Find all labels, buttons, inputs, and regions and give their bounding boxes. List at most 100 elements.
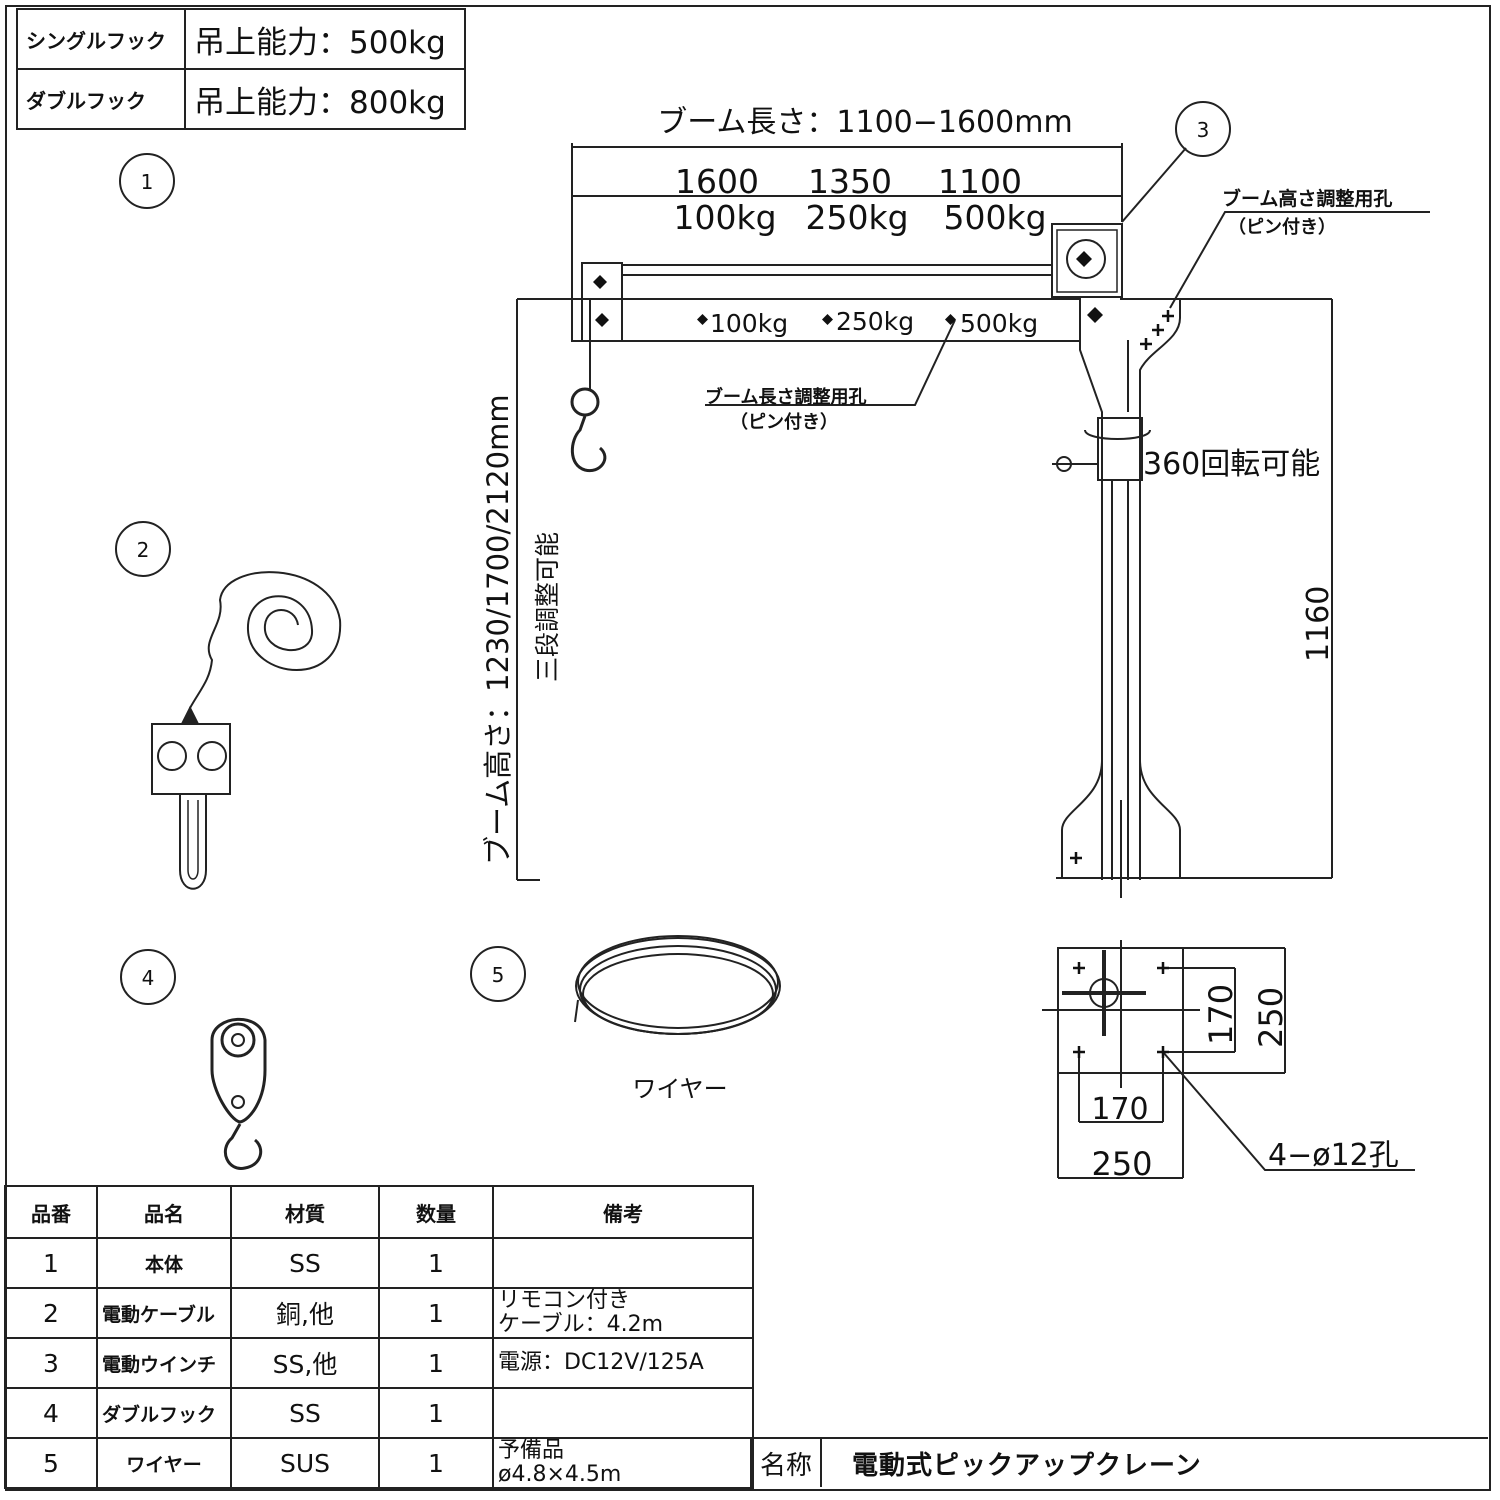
hole-load-500kg: 500kg xyxy=(960,309,1038,338)
winch-block xyxy=(1051,223,1123,298)
part-material: 銅,他 xyxy=(230,1287,380,1339)
table-row: 3 電動ウインチ SS,他 1 電源：DC12V/125A xyxy=(4,1337,754,1389)
remark-line: 電源：DC12V/125A xyxy=(498,1350,704,1375)
boom-length-1600: 1600 xyxy=(675,162,759,201)
height-hole-pin-label: （ピン付き） xyxy=(1228,216,1336,238)
pin-icon xyxy=(1076,251,1092,267)
length-hole-leader xyxy=(705,319,956,406)
part-no: 3 xyxy=(4,1337,98,1389)
callout-5 xyxy=(470,946,526,1002)
table-row: 4 ダブルフック SS 1 xyxy=(4,1387,754,1439)
boom-length-1100: 1100 xyxy=(938,162,1022,201)
callout-3-label: 3 xyxy=(1197,118,1210,142)
remote-control xyxy=(151,571,342,890)
boom-length-label: ブーム長さ：1100−1600mm xyxy=(657,105,1072,140)
part-qty: 1 xyxy=(378,1437,494,1489)
load-500kg: 500kg xyxy=(943,198,1046,237)
pin-icon xyxy=(595,313,609,327)
load-250kg: 250kg xyxy=(805,198,908,237)
capacity-row: ダブルフック 吊上能力：800kg xyxy=(16,68,466,130)
part-remarks: 電源：DC12V/125A xyxy=(492,1337,754,1389)
hook-type: シングルフック xyxy=(16,8,186,70)
part-name: 電動ケーブル xyxy=(96,1287,232,1339)
callout-4 xyxy=(120,949,176,1005)
callout-3 xyxy=(1175,101,1231,157)
part-remarks xyxy=(492,1387,754,1439)
base-inner-vertical: 170 xyxy=(1202,984,1240,1045)
hook-type: ダブルフック xyxy=(16,68,186,130)
mounting-holes-label: 4−ø12孔 xyxy=(1268,1138,1399,1173)
callout-2-label: 2 xyxy=(137,538,150,562)
col-header-name: 品名 xyxy=(96,1185,232,1239)
length-hole-pin-label: （ピン付き） xyxy=(730,411,838,433)
height-hole-label: ブーム高さ調整用孔 xyxy=(1222,187,1392,210)
double-hook xyxy=(210,1017,267,1170)
boom-length-1350: 1350 xyxy=(808,162,892,201)
capacity-table: シングルフック 吊上能力：500kg ダブルフック 吊上能力：800kg xyxy=(16,8,466,130)
rotation-handle xyxy=(1056,456,1072,472)
col-header-no: 品番 xyxy=(4,1185,98,1239)
wire-label: ワイヤー xyxy=(632,1075,727,1103)
part-qty: 1 xyxy=(378,1237,494,1289)
drawing-frame xyxy=(5,5,1491,1491)
boom-height-dimension xyxy=(516,298,572,881)
callout-5-label: 5 xyxy=(492,963,505,987)
height-hole-leader xyxy=(1169,211,1430,309)
callout-1-label: 1 xyxy=(141,170,154,194)
hook xyxy=(570,300,607,473)
wire-coil xyxy=(574,935,781,1035)
part-qty: 1 xyxy=(378,1387,494,1439)
remark-line: ケーブル：4.2m xyxy=(498,1312,664,1337)
part-no: 5 xyxy=(4,1437,98,1489)
rotation-label: 360回転可能 xyxy=(1143,447,1320,482)
product-name: 電動式ピックアップクレーン xyxy=(852,1450,1202,1481)
length-hole-label: ブーム長さ調整用孔 xyxy=(705,386,866,408)
boom-height-label: ブーム高さ：1230/1700/2120mm xyxy=(481,394,515,865)
remark-line: ø4.8×4.5m xyxy=(498,1462,622,1487)
part-no: 4 xyxy=(4,1387,98,1439)
title-label: 名称 xyxy=(752,1439,822,1487)
pin-icon xyxy=(593,275,607,289)
parts-list-table: 品番 品名 材質 数量 備考 1 本体 SS 1 2 電動ケーブル 銅,他 1 … xyxy=(4,1185,754,1489)
title-block: 名称 電動式ピックアップクレーン xyxy=(750,1437,1488,1487)
column-height-dimension xyxy=(1186,299,1333,879)
base-inner-horizontal: 170 xyxy=(1091,1092,1148,1127)
callout-4-label: 4 xyxy=(142,966,155,990)
part-name: ダブルフック xyxy=(96,1387,232,1439)
remark-line: リモコン付き xyxy=(498,1288,631,1313)
col-header-material: 材質 xyxy=(230,1185,380,1239)
load-100kg: 100kg xyxy=(673,198,776,237)
pin-icon xyxy=(697,314,708,325)
boom-height-note: 三段調整可能 xyxy=(533,532,562,682)
base-outer-vertical: 250 xyxy=(1252,987,1290,1048)
column-height-label: 1160 xyxy=(1301,586,1336,662)
part-name: 電動ウインチ xyxy=(96,1337,232,1389)
callout-1 xyxy=(119,153,175,209)
base-outer-horizontal: 250 xyxy=(1091,1145,1152,1183)
table-row: 1 本体 SS 1 xyxy=(4,1237,754,1289)
part-name: ワイヤー xyxy=(96,1437,232,1489)
remark-line: 予備品 xyxy=(498,1438,565,1463)
part-material: SS,他 xyxy=(230,1337,380,1389)
hole-load-100kg: 100kg xyxy=(710,309,788,338)
part-no: 2 xyxy=(4,1287,98,1339)
callout-3-leader xyxy=(1121,147,1187,223)
parts-header-row: 品番 品名 材質 数量 備考 xyxy=(4,1185,754,1239)
col-header-qty: 数量 xyxy=(378,1185,494,1239)
lift-capacity: 吊上能力：800kg xyxy=(184,68,466,130)
table-row: 2 電動ケーブル 銅,他 1 リモコン付きケーブル：4.2m xyxy=(4,1287,754,1339)
bolt-markers xyxy=(1070,310,1174,1058)
part-material: SS xyxy=(230,1237,380,1289)
part-no: 1 xyxy=(4,1237,98,1289)
col-header-remarks: 備考 xyxy=(492,1185,754,1239)
capacity-row: シングルフック 吊上能力：500kg xyxy=(16,8,466,70)
part-qty: 1 xyxy=(378,1337,494,1389)
part-remarks xyxy=(492,1237,754,1289)
crane-column xyxy=(1052,299,1186,898)
pin-icon xyxy=(822,314,833,325)
part-remarks: リモコン付きケーブル：4.2m xyxy=(492,1287,754,1339)
lift-capacity: 吊上能力：500kg xyxy=(184,8,466,70)
